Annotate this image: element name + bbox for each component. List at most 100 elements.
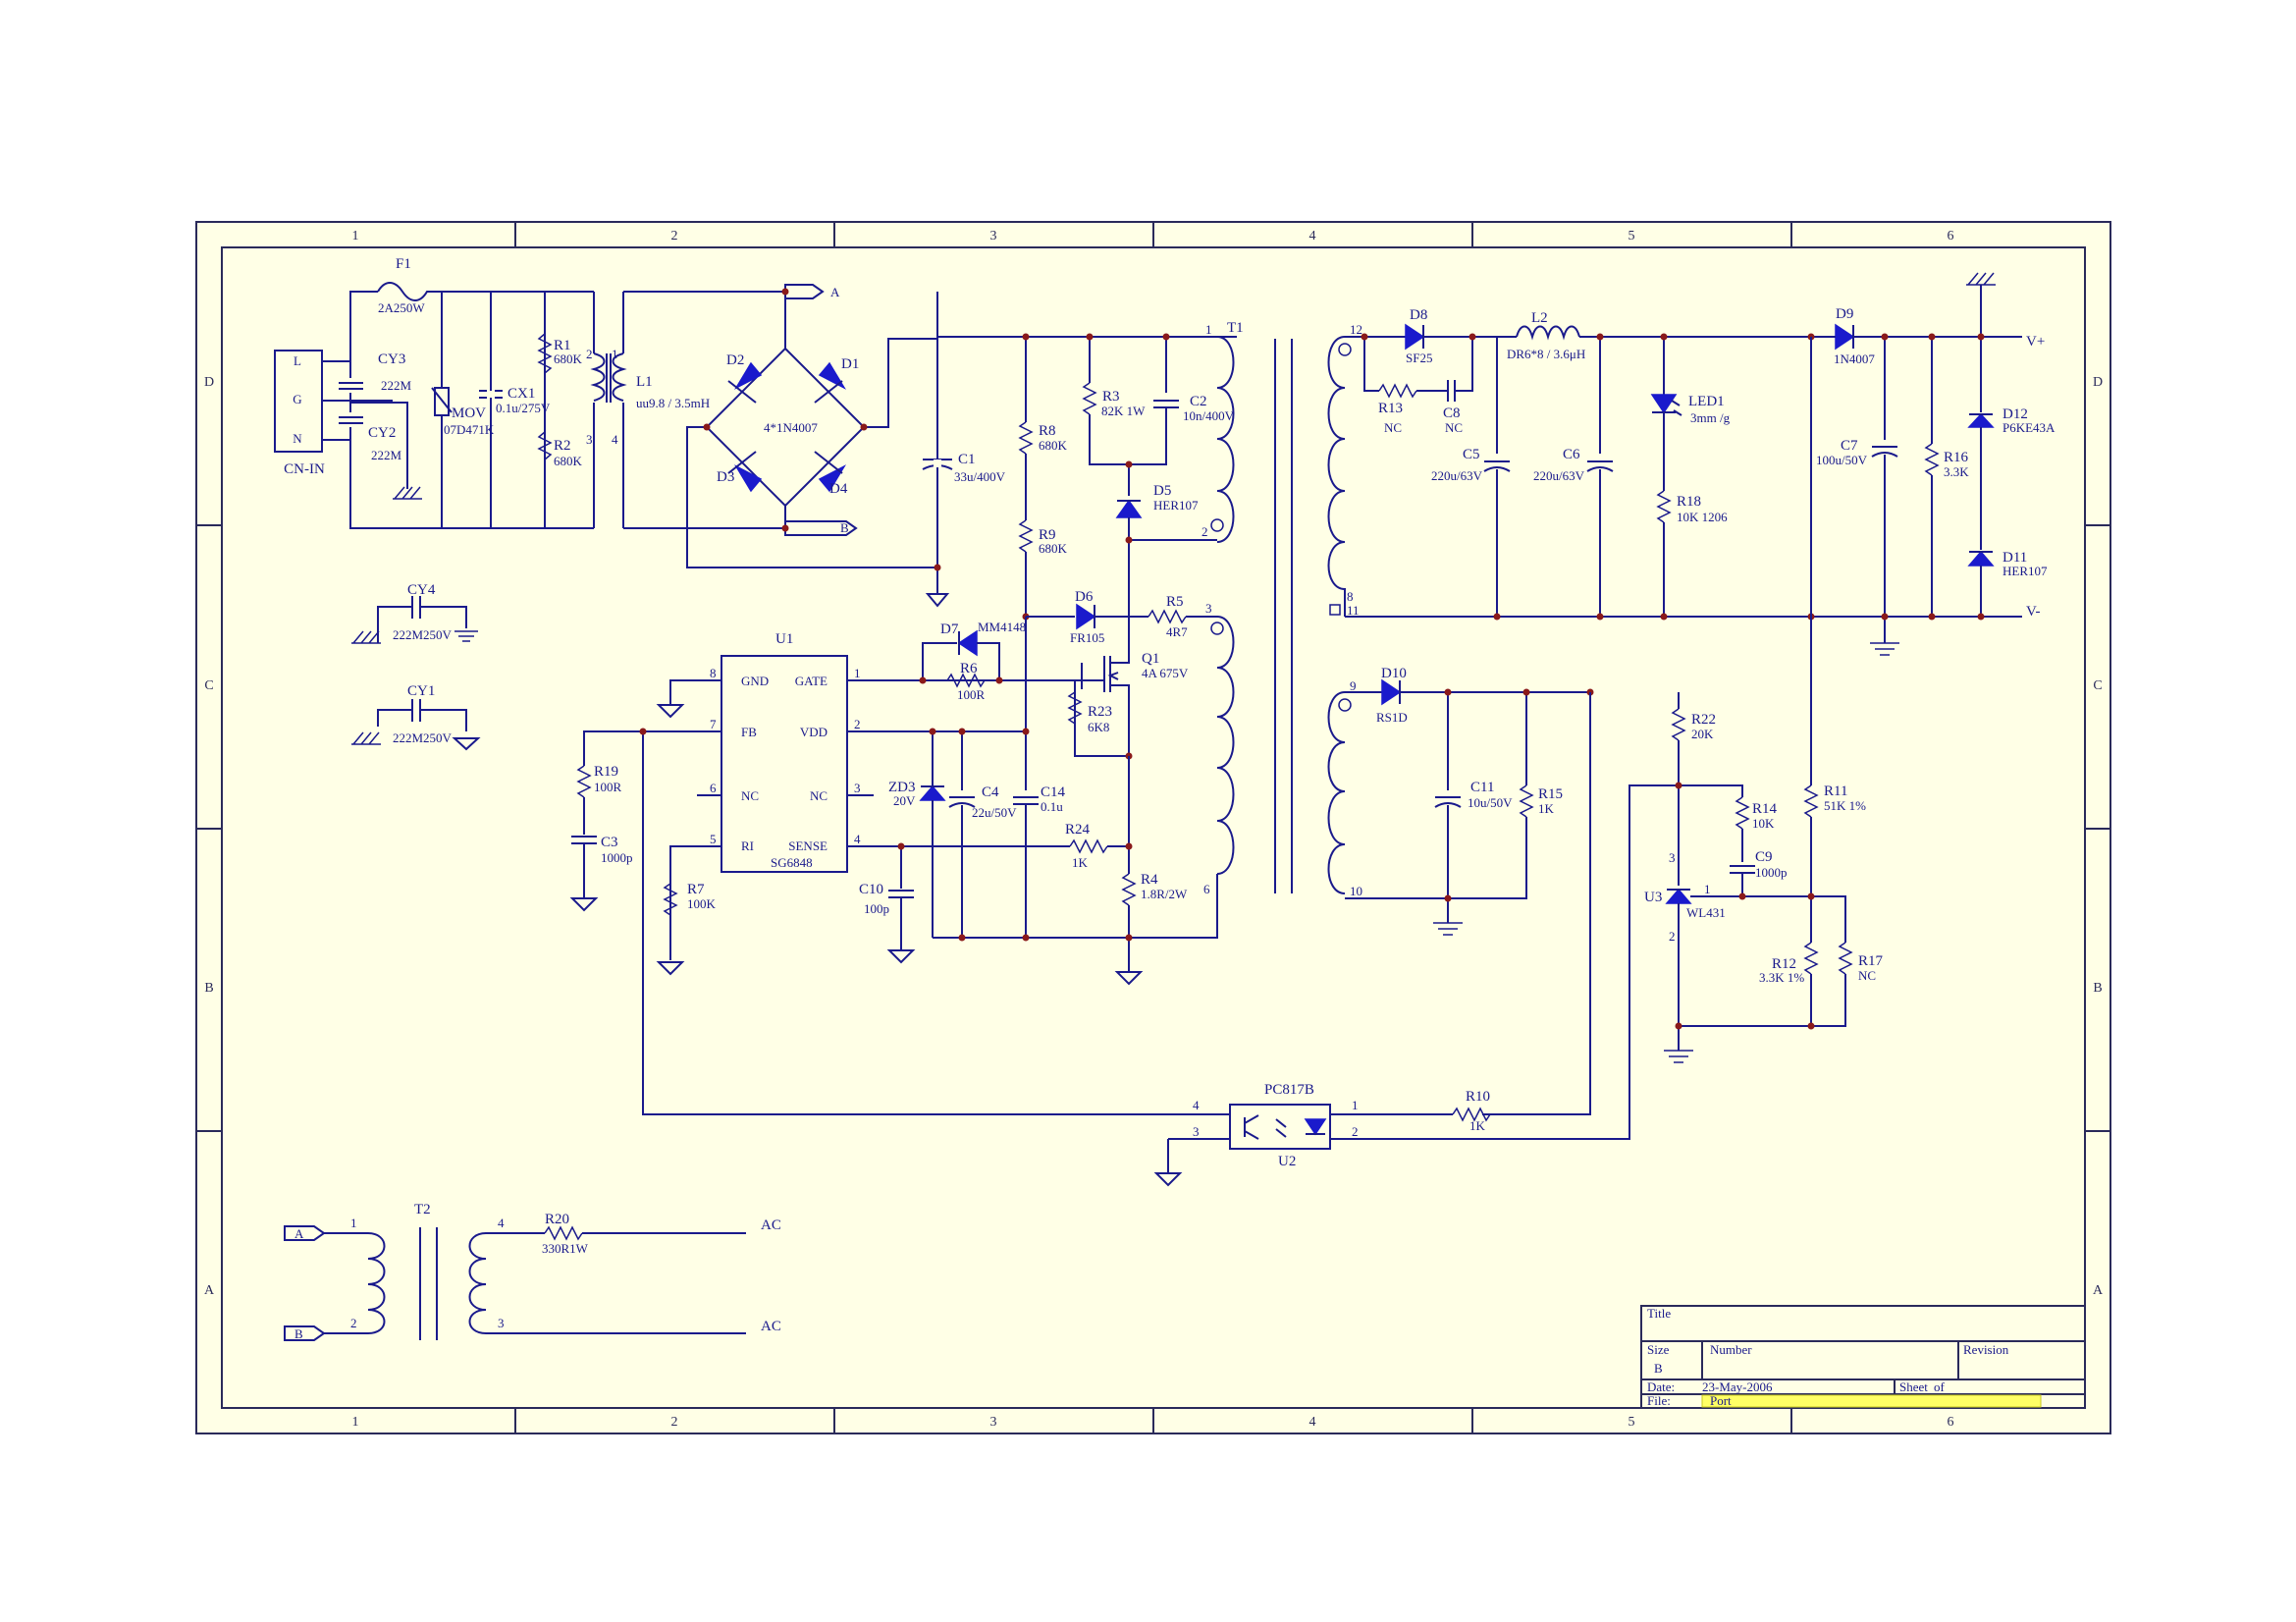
col-label: 4: [1309, 1415, 1316, 1430]
cy4-value: 222M250V: [393, 627, 453, 642]
d8-ref: D8: [1410, 307, 1427, 323]
c6-value: 220u/63V: [1533, 468, 1585, 483]
u1-pin-right: SENSE: [788, 838, 828, 853]
c3-value: 1000p: [601, 850, 633, 865]
net-b-bottom: B: [294, 1326, 303, 1341]
row-label: A: [2093, 1283, 2104, 1298]
c6-ref: C6: [1563, 447, 1580, 462]
c11-value: 10u/50V: [1468, 795, 1513, 810]
output-filter: [1807, 272, 2022, 656]
net-a: A: [830, 285, 840, 299]
d11-ref: D11: [2002, 550, 2027, 566]
r13-ref: R13: [1378, 401, 1403, 416]
r19-ref: R19: [594, 764, 618, 780]
row-label: D: [2093, 375, 2103, 390]
tl431-feedback: 3 1 2: [1482, 337, 1853, 1140]
r15-ref: R15: [1538, 786, 1563, 802]
row-label: B: [2093, 981, 2102, 996]
c4-value: 22u/50V: [972, 805, 1017, 820]
l1-pin: 3: [586, 432, 593, 447]
bridge-ref: D4: [829, 481, 848, 497]
mov-ref: MOV: [452, 406, 486, 421]
u1-pin-left: RI: [741, 838, 754, 853]
r20-value: 330R1W: [542, 1241, 589, 1256]
r4-ref: R4: [1141, 872, 1158, 888]
t1-pin: 10: [1350, 884, 1362, 898]
r1-value: 680K: [554, 351, 583, 366]
r14-value: 10K: [1752, 816, 1775, 831]
l1-pin: 4: [612, 432, 618, 447]
c7-value: 100u/50V: [1816, 453, 1868, 467]
c9-ref: C9: [1755, 849, 1773, 865]
t2-pin: 2: [350, 1316, 357, 1330]
u1-pin-right: GATE: [795, 674, 828, 688]
col-label: 6: [1948, 1415, 1954, 1430]
r3-value: 82K 1W: [1101, 404, 1146, 418]
c8-value: NC: [1445, 420, 1463, 435]
connector-ref: CN-IN: [284, 461, 325, 477]
title-label: Title: [1647, 1306, 1671, 1321]
r17-value: NC: [1858, 968, 1876, 983]
ycaps-cy4-cy1: [351, 596, 481, 751]
size-label: Size: [1647, 1342, 1670, 1357]
sheet-border-area: [196, 222, 2110, 1433]
col-label: 3: [990, 1415, 997, 1430]
t1-pin: 1: [1205, 322, 1212, 337]
u1-pin-num: 3: [854, 781, 861, 795]
u2-pin: 1: [1352, 1098, 1359, 1112]
r3-ref: R3: [1102, 389, 1120, 405]
l1-ref: L1: [636, 374, 653, 390]
row-label: C: [2093, 678, 2102, 693]
optocoupler-u2: 4 3 1 2: [1153, 1098, 1491, 1187]
u2-pin: 4: [1193, 1098, 1200, 1112]
pin-label: N: [293, 431, 302, 446]
u3-pin: 1: [1704, 882, 1711, 896]
led1-value: 3mm /g: [1690, 410, 1731, 425]
sheet-label: Sheet: [1899, 1379, 1928, 1394]
r14-ref: R14: [1752, 801, 1778, 817]
u1-pin-num: 2: [854, 717, 861, 731]
t2-pin: 1: [350, 1216, 357, 1230]
cy1-value: 222M250V: [393, 730, 453, 745]
net-b: B: [840, 520, 849, 535]
row-label: B: [204, 981, 213, 996]
r11-value: 51K 1%: [1824, 798, 1866, 813]
r24-ref: R24: [1065, 822, 1091, 838]
u1-value: SG6848: [771, 855, 813, 870]
col-label: 2: [671, 1415, 678, 1430]
col-label: 5: [1629, 229, 1635, 243]
feedback-network: [569, 728, 1198, 1115]
r19-value: 100R: [594, 780, 622, 794]
frame-column-labels-bottom: 1 2 3 4 5 6: [352, 1415, 1954, 1430]
u1-pin-num: 7: [710, 717, 717, 731]
zd3-value: 20V: [893, 793, 916, 808]
revision-label: Revision: [1963, 1342, 2009, 1357]
r10-value: 1K: [1469, 1118, 1486, 1133]
r22-ref: R22: [1691, 712, 1716, 728]
u3-pin: 3: [1669, 850, 1676, 865]
r18-ref: R18: [1677, 494, 1701, 510]
title-block: Title Size B Number Revision Date: 23-Ma…: [1640, 1305, 2086, 1409]
row-label: A: [204, 1283, 215, 1298]
date-label: Date:: [1647, 1379, 1675, 1394]
mov-value: 07D471K: [444, 422, 495, 437]
r24-value: 1K: [1072, 855, 1089, 870]
c2-value: 10n/400V: [1183, 408, 1235, 423]
l1-value: uu9.8 / 3.5mH: [636, 396, 710, 410]
c1-value: 33u/400V: [954, 469, 1006, 484]
frame-zone-dividers: [196, 222, 2110, 1433]
bridge-ref: D3: [717, 469, 734, 485]
primary-bus: [888, 292, 1237, 608]
q1-ref: Q1: [1142, 651, 1159, 667]
r5-ref: R5: [1166, 594, 1184, 610]
u1-pin-left: GND: [741, 674, 769, 688]
gate-drive: [919, 536, 1217, 760]
c1-ref: C1: [958, 452, 976, 467]
c7-ref: C7: [1841, 438, 1858, 454]
t1-ref: T1: [1227, 320, 1244, 336]
c14-ref: C14: [1041, 784, 1066, 800]
startup-resistors: [1018, 333, 1034, 621]
l2-ref: L2: [1531, 310, 1548, 326]
r2-value: 680K: [554, 454, 583, 468]
c10-value: 100p: [864, 901, 889, 916]
